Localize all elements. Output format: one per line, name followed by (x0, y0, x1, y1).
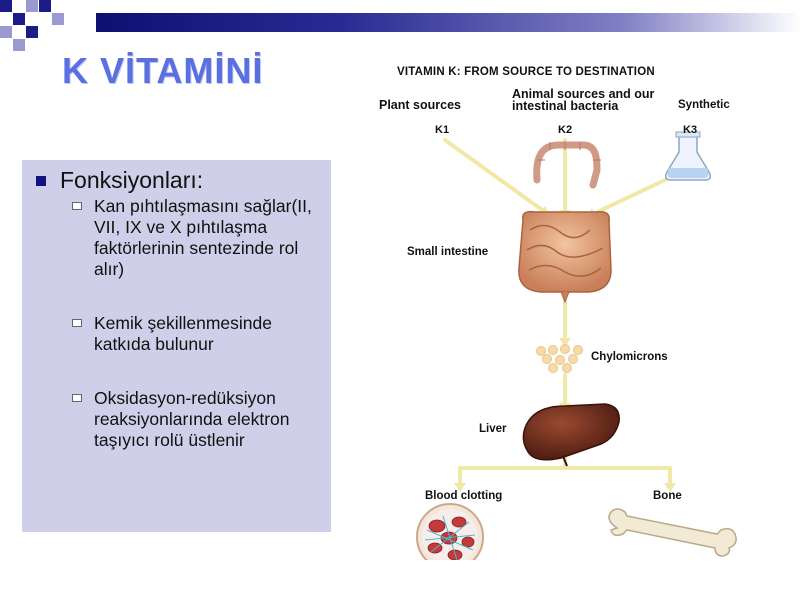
corner-square (26, 0, 38, 12)
corner-square (0, 26, 12, 38)
chylomicrons-label: Chylomicrons (591, 351, 668, 363)
blood-clot-icon (416, 503, 484, 560)
slide-title: K VİTAMİNİ (62, 50, 264, 91)
main-bullet: Fonksiyonları: (36, 167, 203, 194)
blood-clotting-label: Blood clotting (425, 490, 503, 502)
corner-square (52, 13, 64, 25)
k3-label: K3 (683, 124, 698, 136)
colon-segments (537, 142, 601, 161)
sub-bullet-text: Kan pıhtılaşmasını sağlar(II, VII, IX ve… (94, 196, 312, 279)
arrow-k3 (589, 178, 667, 217)
hollow-square-bullet-icon (72, 394, 82, 402)
chylomicron-icons (536, 344, 583, 373)
sub-bullet: Oksidasyon-redüksiyon reaksiyonlarında e… (72, 388, 330, 451)
corner-square (39, 0, 51, 12)
hollow-square-bullet-icon (72, 319, 82, 327)
square-bullet-icon (36, 175, 46, 186)
sub-bullet-text: Oksidasyon-redüksiyon reaksiyonlarında e… (94, 388, 290, 450)
sub-bullet: Kemik şekillenmesinde katkıda bulunur (72, 313, 330, 355)
corner-square (0, 0, 12, 12)
corner-square (13, 13, 25, 25)
small-intestine-icon (518, 210, 612, 304)
synthetic-label: Synthetic (678, 99, 730, 111)
sub-bullet: Kan pıhtılaşmasını sağlar(II, VII, IX ve… (72, 196, 330, 280)
bone-label: Bone (653, 490, 682, 502)
content-panel (22, 160, 331, 532)
liver-icon (522, 403, 620, 467)
main-bullet-text: Fonksiyonları: (60, 167, 204, 193)
liver-label: Liver (479, 423, 507, 435)
arrow-k1 (443, 138, 547, 214)
bone-icon (608, 508, 737, 557)
corner-square (13, 39, 25, 51)
k1-label: K1 (435, 124, 450, 136)
header-gradient-bar (96, 13, 800, 32)
diagram-graphics (416, 131, 737, 560)
k2-label: K2 (558, 124, 573, 136)
sub-bullet-text: Kemik şekillenmesinde katkıda bulunur (94, 313, 272, 354)
diagram-title: VITAMIN K: FROM SOURCE TO DESTINATION (397, 66, 655, 78)
small-intestine-label: Small intestine (407, 246, 489, 258)
flask-icon (664, 131, 712, 181)
hollow-square-bullet-icon (72, 202, 82, 210)
corner-square (26, 26, 38, 38)
vitamin-k-diagram: VITAMIN K: FROM SOURCE TO DESTINATION Pl… (365, 60, 785, 560)
animal-sources-label: Animal sources and our intestinal bacter… (512, 87, 655, 113)
plant-sources-label: Plant sources (379, 98, 461, 112)
